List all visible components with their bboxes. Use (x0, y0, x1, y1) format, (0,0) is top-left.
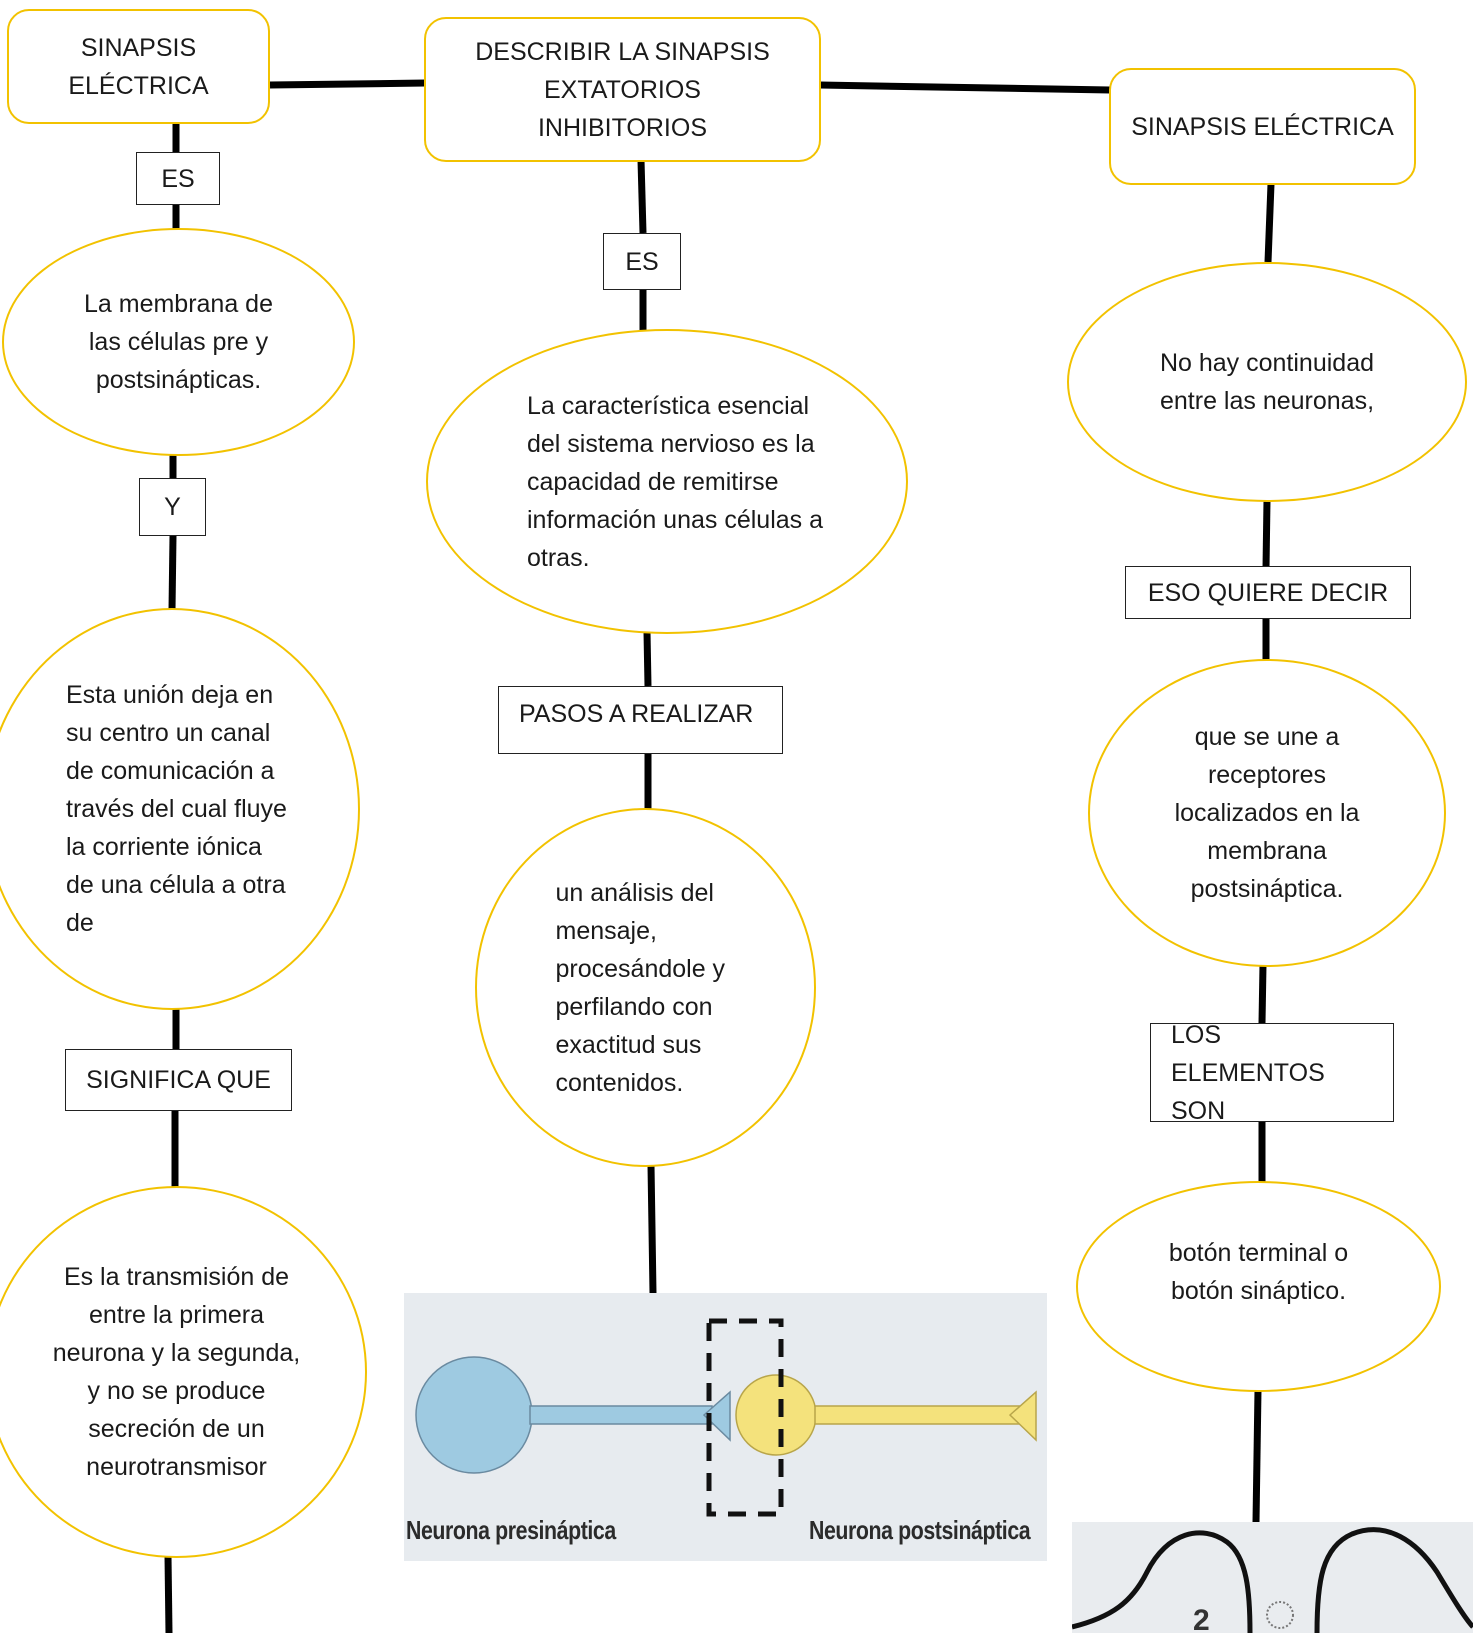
postsynaptic-membrane-curve (1314, 1527, 1473, 1633)
connector-left-4 (168, 535, 177, 611)
presynaptic-caption: Neurona presináptica (406, 1515, 616, 1545)
postsynaptic-axon (814, 1405, 1021, 1425)
left-title: SINAPSIS ELÉCTRICA (68, 33, 209, 100)
presynaptic-soma (415, 1356, 533, 1474)
center-link-es: ES (603, 233, 681, 290)
center-node-characteristic: La característica esencial del sistema n… (426, 329, 908, 634)
left-link-y: Y (139, 478, 206, 536)
connector-right-4 (1258, 964, 1267, 1024)
connector-right-6 (1252, 1389, 1262, 1523)
connector-center-5 (647, 1164, 657, 1294)
connector-left-center (269, 79, 427, 89)
postsynaptic-soma (735, 1374, 817, 1456)
right-title-box: SINAPSIS ELÉCTRICA (1109, 68, 1416, 185)
left-node-channel: Esta unión deja en su centro un canal de… (0, 608, 360, 1010)
right-title: SINAPSIS ELÉCTRICA (1131, 112, 1394, 141)
connector-right-2 (1262, 499, 1271, 569)
center-link-pasos: PASOS A REALIZAR (498, 686, 783, 754)
connector-center-3 (643, 631, 652, 687)
terminal-figure-number: 2 (1193, 1604, 1210, 1633)
left-node-transmission: Es la transmisión de entre la primera ne… (0, 1186, 367, 1558)
presynaptic-terminal (702, 1390, 731, 1442)
synapse-figure: Neurona presináptica Neurona postsinápti… (404, 1293, 1047, 1561)
connector-left-7 (164, 1555, 173, 1633)
left-link-es: ES (136, 152, 220, 205)
presynaptic-axon (529, 1405, 713, 1425)
left-link-significa: SIGNIFICA QUE (65, 1049, 292, 1111)
terminal-diagram (1072, 1527, 1473, 1633)
connector-center-right (819, 81, 1111, 94)
postsynaptic-caption: Neurona postsináptica (809, 1515, 1031, 1545)
left-node-membrane: La membrana de las células pre y postsin… (2, 228, 355, 456)
vesicle-cluster (1266, 1601, 1294, 1629)
synapse-highlight-box (706, 1318, 784, 1517)
center-title-box: DESCRIBIR LA SINAPSIS EXTATORIOS INHIBIT… (424, 17, 821, 162)
synapse-terminal-figure: 2 (1072, 1522, 1473, 1633)
connector-right-1 (1264, 183, 1275, 263)
connector-center-1 (637, 159, 647, 234)
right-node-receptors: que se une a receptores localizados en l… (1088, 659, 1446, 967)
synapse-diagram (415, 1318, 1037, 1517)
right-node-continuity: No hay continuidad entre las neuronas, (1067, 262, 1467, 502)
presynaptic-membrane-curve (1072, 1530, 1253, 1633)
right-link-eso: ESO QUIERE DECIR (1125, 566, 1411, 619)
right-link-elementos: LOS ELEMENTOS SON (1150, 1021, 1394, 1125)
center-node-analysis: un análisis del mensaje, procesándole y … (475, 808, 816, 1167)
right-node-button: botón terminal o botón sináptico. (1076, 1181, 1441, 1392)
postsynaptic-terminal (1008, 1390, 1037, 1442)
left-title-box: SINAPSIS ELÉCTRICA (7, 9, 270, 124)
center-title: DESCRIBIR LA SINAPSIS EXTATORIOS INHIBIT… (475, 37, 770, 142)
